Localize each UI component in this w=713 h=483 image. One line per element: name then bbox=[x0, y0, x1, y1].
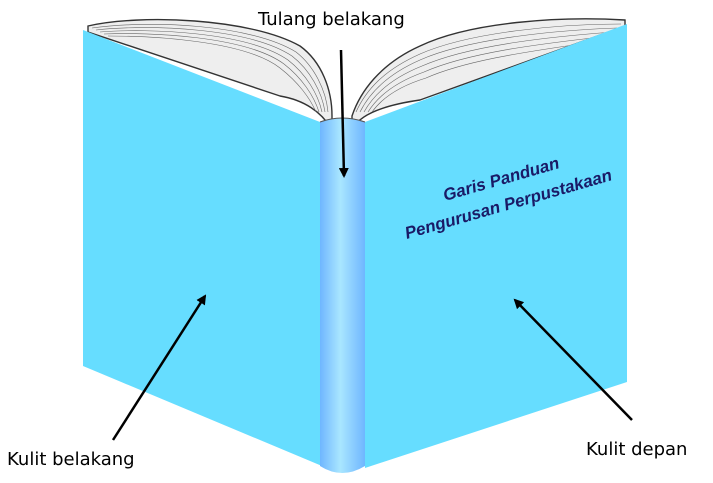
back-cover-label: Kulit belakang bbox=[7, 449, 135, 470]
spine-arrow bbox=[338, 49, 349, 178]
spine-label: Tulang belakang bbox=[258, 9, 405, 30]
front-cover-arrow bbox=[513, 298, 633, 421]
back-cover-arrow bbox=[111, 294, 207, 441]
spine bbox=[320, 118, 365, 473]
right-page-block bbox=[351, 18, 626, 131]
back-cover bbox=[83, 30, 322, 466]
page-lines bbox=[91, 23, 622, 113]
left-page-block bbox=[87, 18, 333, 133]
front-cover-label: Kulit depan bbox=[586, 439, 688, 460]
front-cover bbox=[365, 24, 627, 468]
